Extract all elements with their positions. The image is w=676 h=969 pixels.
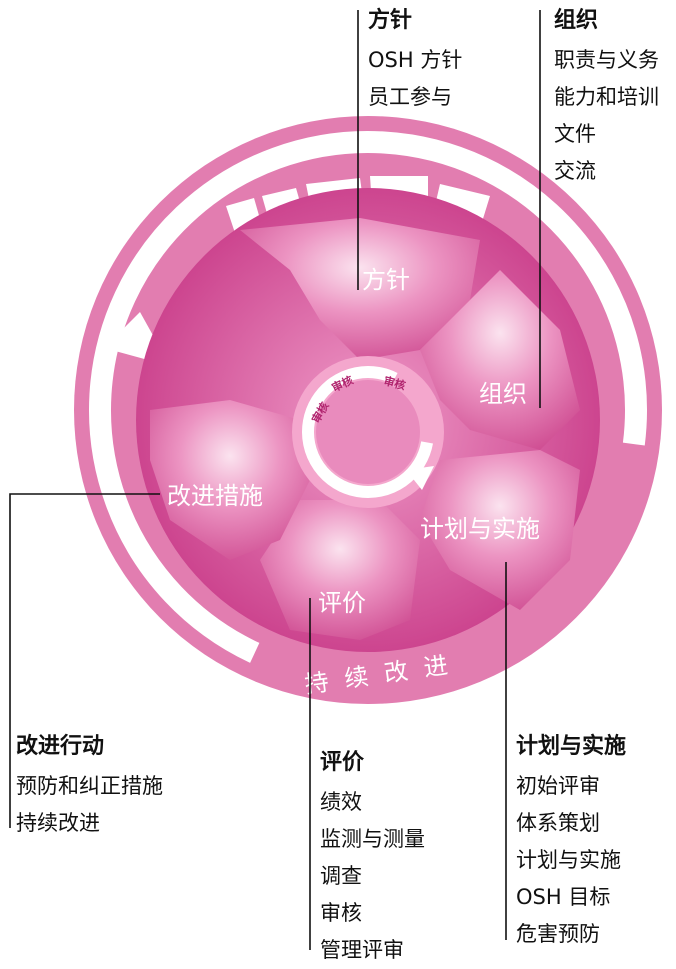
segment-planning <box>420 450 580 610</box>
segment-evaluation <box>260 500 420 640</box>
segment-label-policy: 方针 <box>362 266 410 294</box>
list-item: 能力和培训 <box>554 85 659 109</box>
list-item: 管理评审 <box>320 938 404 962</box>
panel-policy-title: 方针 <box>368 8 413 33</box>
audit-label-3: 审核 <box>382 373 407 392</box>
list-item: 监测与测量 <box>320 827 425 851</box>
panel-organizing-list: 职责与义务 能力和培训 文件 交流 <box>554 42 659 190</box>
segment-improvement <box>150 400 310 560</box>
panel-action-title: 改进行动 <box>16 734 105 759</box>
panel-evaluation: 评价 绩效 监测与测量 调查 审核 管理评审 <box>320 748 425 969</box>
list-item: 绩效 <box>320 790 362 814</box>
list-item: 文件 <box>554 122 596 146</box>
panel-planning-title: 计划与实施 <box>516 734 627 759</box>
outer-ring-band <box>89 131 647 689</box>
hub-white-ring <box>302 366 434 498</box>
segment-label-evaluation: 评价 <box>318 589 366 617</box>
list-item: 员工参与 <box>368 85 452 109</box>
list-item: 体系策划 <box>516 811 600 835</box>
segment-policy <box>240 218 480 360</box>
panel-evaluation-title: 评价 <box>320 750 365 775</box>
segment-label-improvement: 改进措施 <box>167 482 263 510</box>
list-item: 危害预防 <box>516 922 600 946</box>
list-item: 调查 <box>320 864 362 888</box>
hub-core <box>316 380 420 484</box>
list-item: 职责与义务 <box>554 48 659 72</box>
list-item: 计划与实施 <box>516 848 621 872</box>
panel-planning: 计划与实施 初始评审 体系策划 计划与实施 OSH 目标 危害预防 <box>516 732 626 953</box>
list-item: 持续改进 <box>16 811 100 835</box>
panel-action-list: 预防和纠正措施 持续改进 <box>16 768 163 842</box>
leader-lines <box>9 10 541 950</box>
list-item: 交流 <box>554 159 596 183</box>
panel-organizing: 组织 职责与义务 能力和培训 文件 交流 <box>554 6 659 190</box>
list-item: OSH 方针 <box>368 48 463 72</box>
segment-label-planning: 计划与实施 <box>420 515 540 543</box>
panel-policy: 方针 OSH 方针 员工参与 <box>368 6 462 116</box>
list-item: 预防和纠正措施 <box>16 774 163 798</box>
panel-action: 改进行动 预防和纠正措施 持续改进 <box>16 732 163 842</box>
list-item: OSH 目标 <box>516 885 611 909</box>
hub-arrow-head <box>406 466 434 490</box>
list-item: 初始评审 <box>516 774 600 798</box>
leader-line-action <box>9 493 160 828</box>
panel-evaluation-list: 绩效 监测与测量 调查 审核 管理评审 <box>320 784 425 969</box>
panel-planning-list: 初始评审 体系策划 计划与实施 OSH 目标 危害预防 <box>516 768 626 953</box>
panel-organizing-title: 组织 <box>554 8 599 33</box>
panel-policy-list: OSH 方针 员工参与 <box>368 42 462 116</box>
list-item: 审核 <box>320 901 362 925</box>
segment-label-organizing: 组织 <box>479 380 527 408</box>
